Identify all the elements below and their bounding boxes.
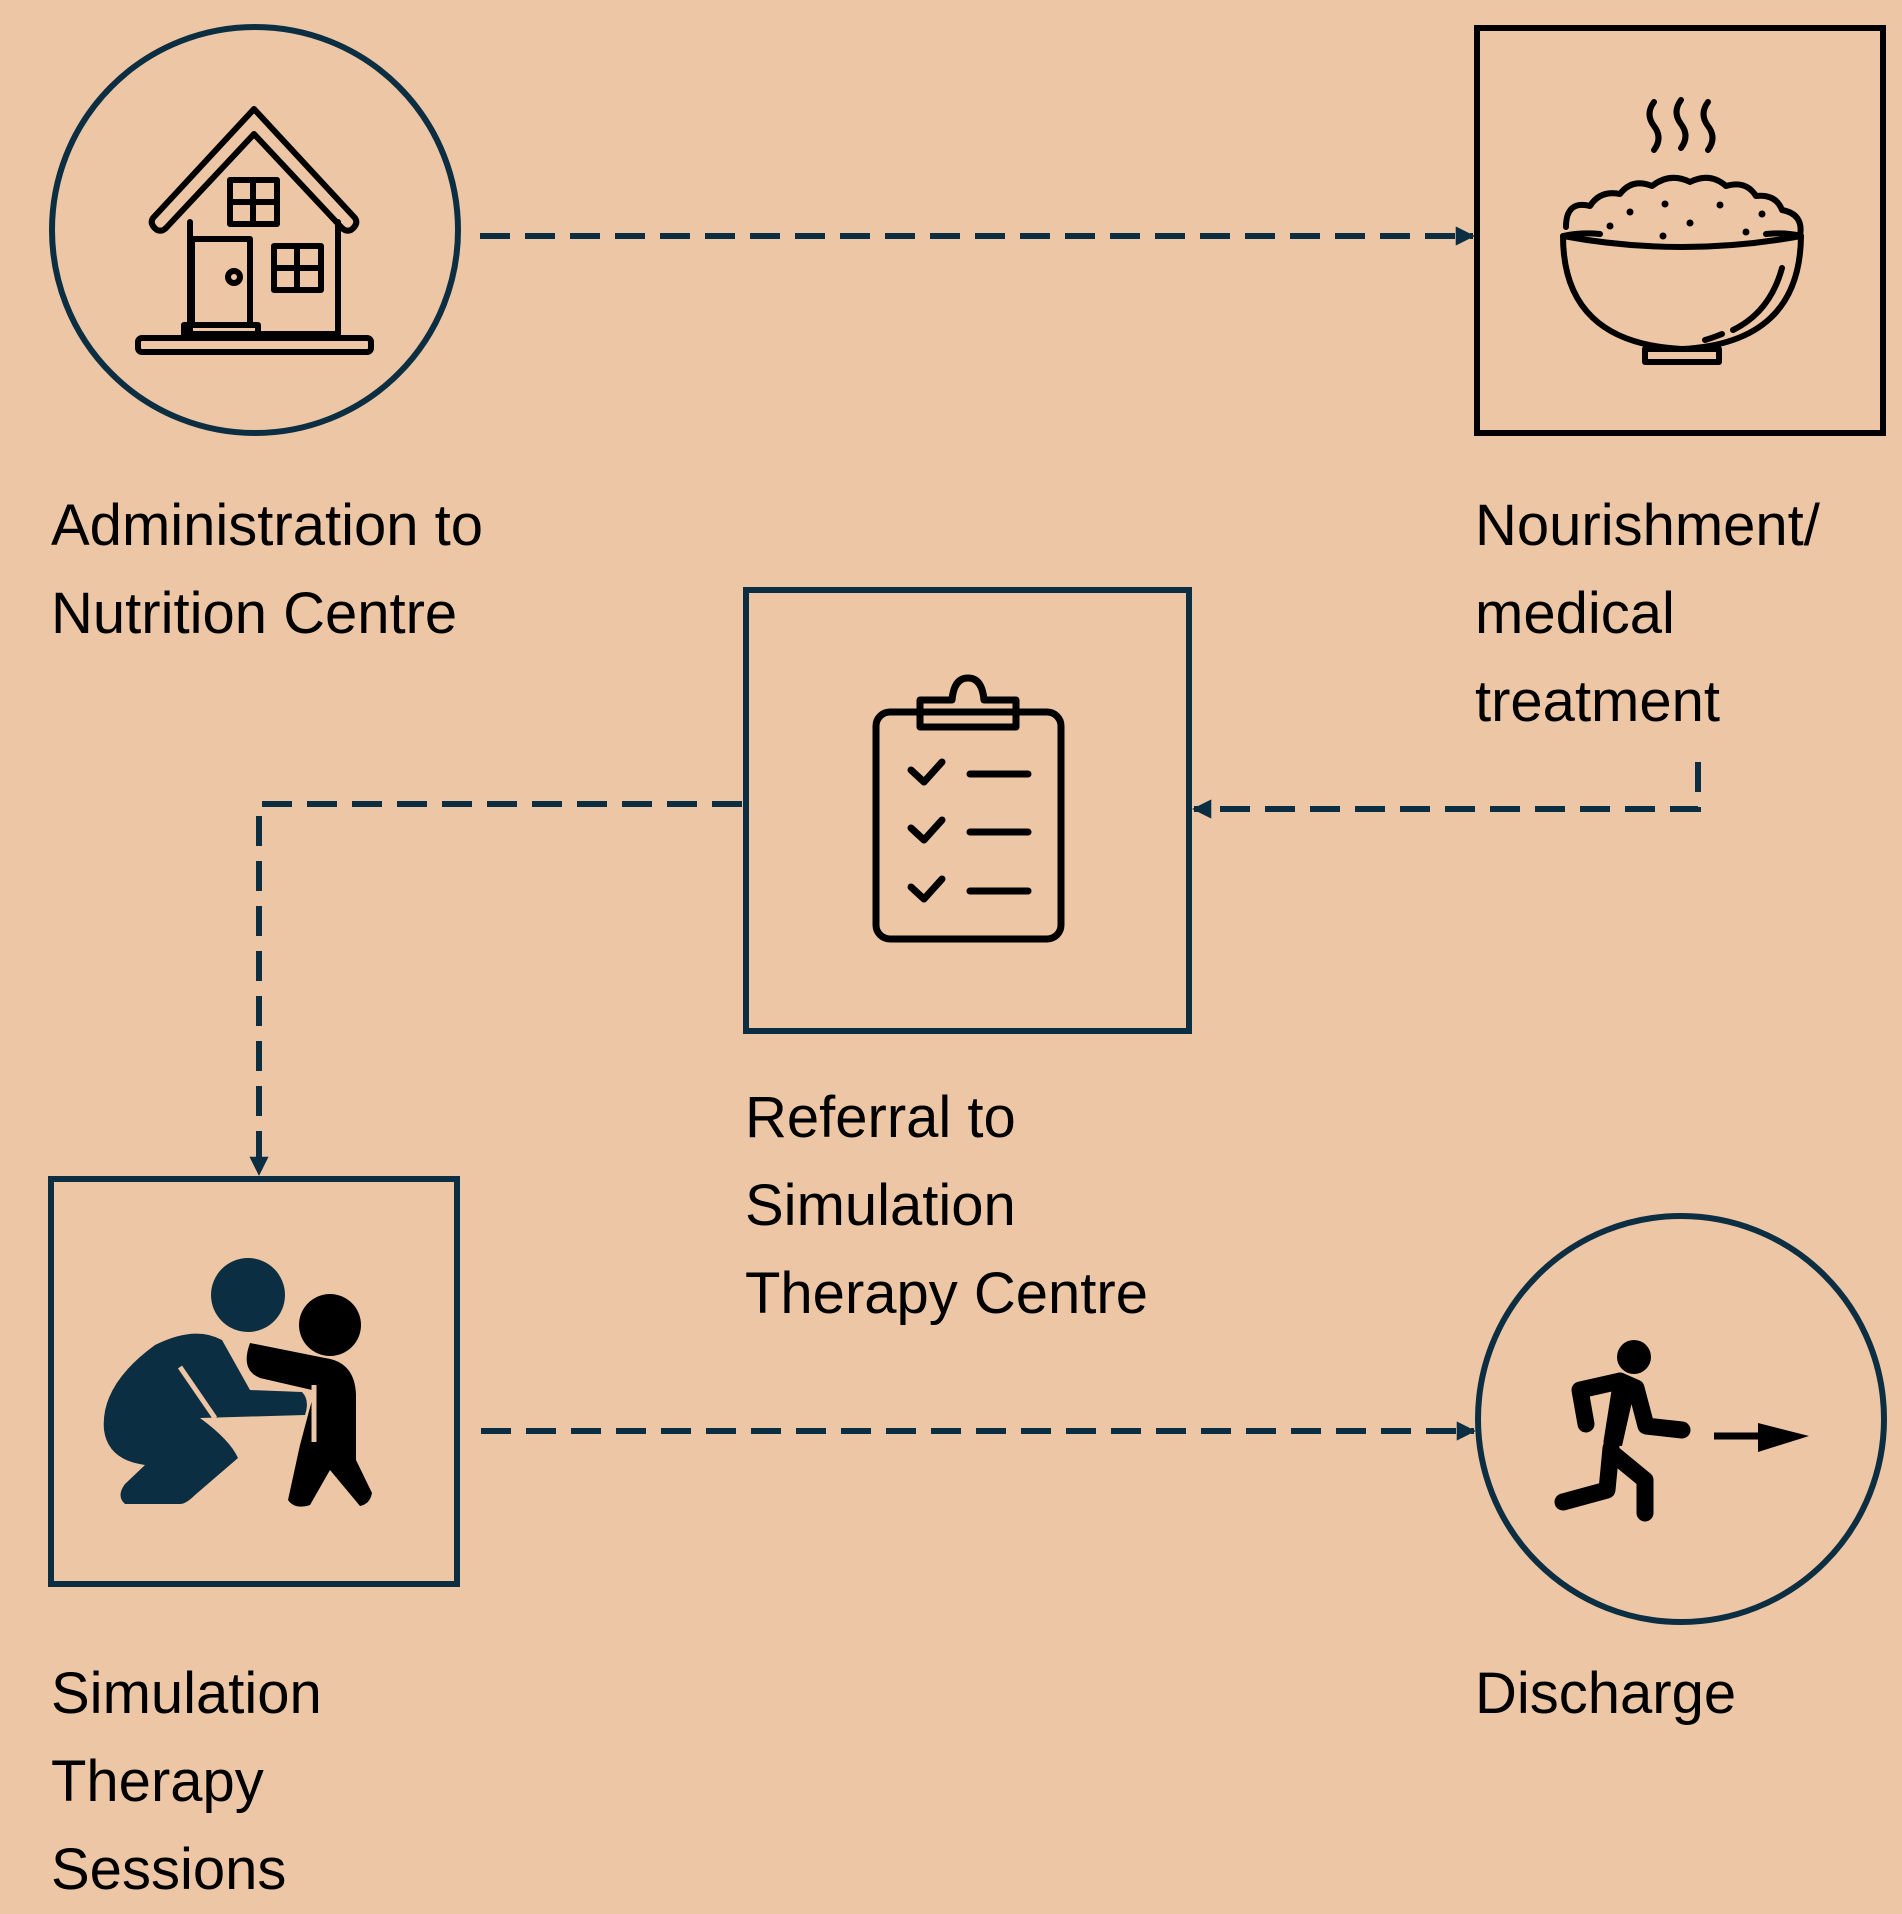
therapy-label: Simulation Therapy Sessions <box>51 1650 322 1914</box>
therapy-label-line-2: Therapy <box>51 1749 264 1814</box>
nourishment-label-line-1: Nourishment/ <box>1475 493 1820 558</box>
admission-label-line-1: Administration to <box>51 493 483 558</box>
discharge-node <box>1475 1213 1887 1625</box>
rice-grain-dots <box>1606 200 1766 240</box>
nourishment-node <box>1474 25 1886 436</box>
therapy-label-line-3: Sessions <box>51 1837 287 1902</box>
edge-referral-to-therapy <box>249 801 742 1176</box>
admission-label: Administration to Nutrition Centre <box>51 482 483 658</box>
referral-label-line-1: Referral to <box>745 1085 1016 1150</box>
referral-label-line-2: Simulation <box>745 1173 1016 1238</box>
adult-helping-child-icon <box>103 1258 372 1507</box>
referral-label-line-3: Therapy Centre <box>745 1261 1148 1326</box>
nourishment-label-line-2: medical <box>1475 581 1675 646</box>
edge-nourishment-to-referral <box>1192 762 1701 819</box>
referral-node <box>743 587 1192 1034</box>
therapy-node <box>48 1176 460 1587</box>
therapy-label-line-1: Simulation <box>51 1661 322 1726</box>
discharge-label-line-1: Discharge <box>1475 1661 1737 1726</box>
admission-node <box>49 24 461 436</box>
nourishment-label-line-3: treatment <box>1475 669 1720 734</box>
person-walking-out-icon <box>1554 1340 1809 1522</box>
referral-label: Referral to Simulation Therapy Centre <box>745 1074 1148 1338</box>
house-icon <box>135 106 374 355</box>
admission-label-line-2: Nutrition Centre <box>51 581 458 646</box>
nourishment-label: Nourishment/ medical treatment <box>1475 482 1820 746</box>
rice-bowl-icon <box>1560 97 1804 365</box>
clipboard-checklist-icon <box>872 674 1065 943</box>
discharge-label: Discharge <box>1475 1650 1736 1738</box>
